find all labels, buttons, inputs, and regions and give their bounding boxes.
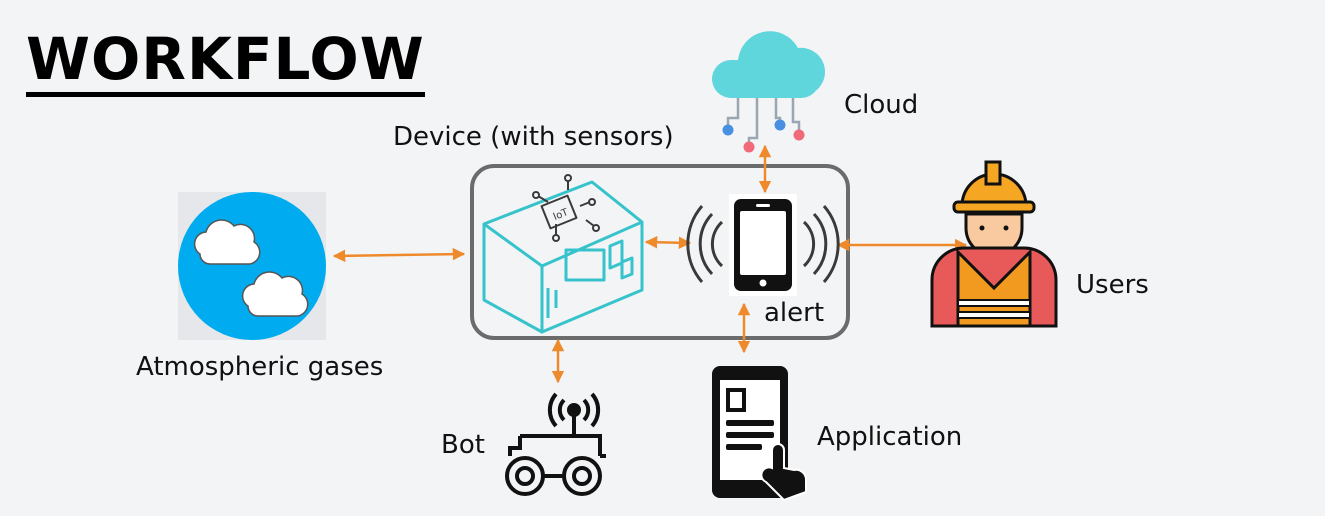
arrows xyxy=(332,144,968,384)
smartphone-vibrate-icon xyxy=(686,194,840,296)
users-label: Users xyxy=(1076,270,1149,300)
phone-app-touch-icon xyxy=(712,366,808,502)
cloud-network-icon xyxy=(712,31,826,153)
iot-device-icon: IoT xyxy=(482,174,644,334)
clouds-circle-icon xyxy=(178,192,326,340)
worker-icon xyxy=(930,160,1058,328)
atmospheric-label: Atmospheric gases xyxy=(136,352,384,382)
bot-label: Bot xyxy=(441,430,485,460)
application-label: Application xyxy=(817,422,963,452)
arrow-device-phone xyxy=(644,236,692,249)
device-frame xyxy=(470,164,850,340)
page-title: WORKFLOW xyxy=(26,26,425,97)
device-label: Device (with sensors) xyxy=(393,122,674,152)
alert-label: alert xyxy=(764,298,825,328)
arrow-atmosphere-device xyxy=(332,247,466,263)
cloud-label: Cloud xyxy=(844,90,919,120)
robot-car-icon xyxy=(505,392,606,496)
